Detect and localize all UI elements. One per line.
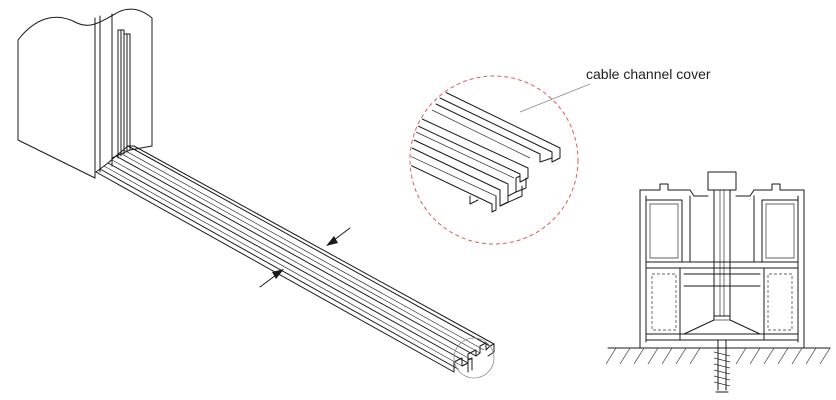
arrow-icon bbox=[326, 227, 351, 246]
rod-cap bbox=[707, 171, 737, 191]
channel-end-profile bbox=[453, 342, 495, 373]
detail-circle bbox=[409, 75, 579, 245]
wall-panel bbox=[17, 8, 153, 179]
arrow-icon bbox=[259, 269, 284, 288]
leader-line bbox=[519, 83, 591, 113]
end-detail-circle bbox=[453, 337, 495, 379]
ground-hatch bbox=[605, 347, 831, 365]
base-plate bbox=[683, 315, 761, 335]
callout-label: cable channel cover bbox=[586, 66, 711, 82]
cross-section bbox=[605, 171, 831, 393]
detail-view bbox=[409, 75, 579, 245]
channel-profile bbox=[95, 145, 495, 379]
anchor-bolt bbox=[713, 339, 731, 393]
